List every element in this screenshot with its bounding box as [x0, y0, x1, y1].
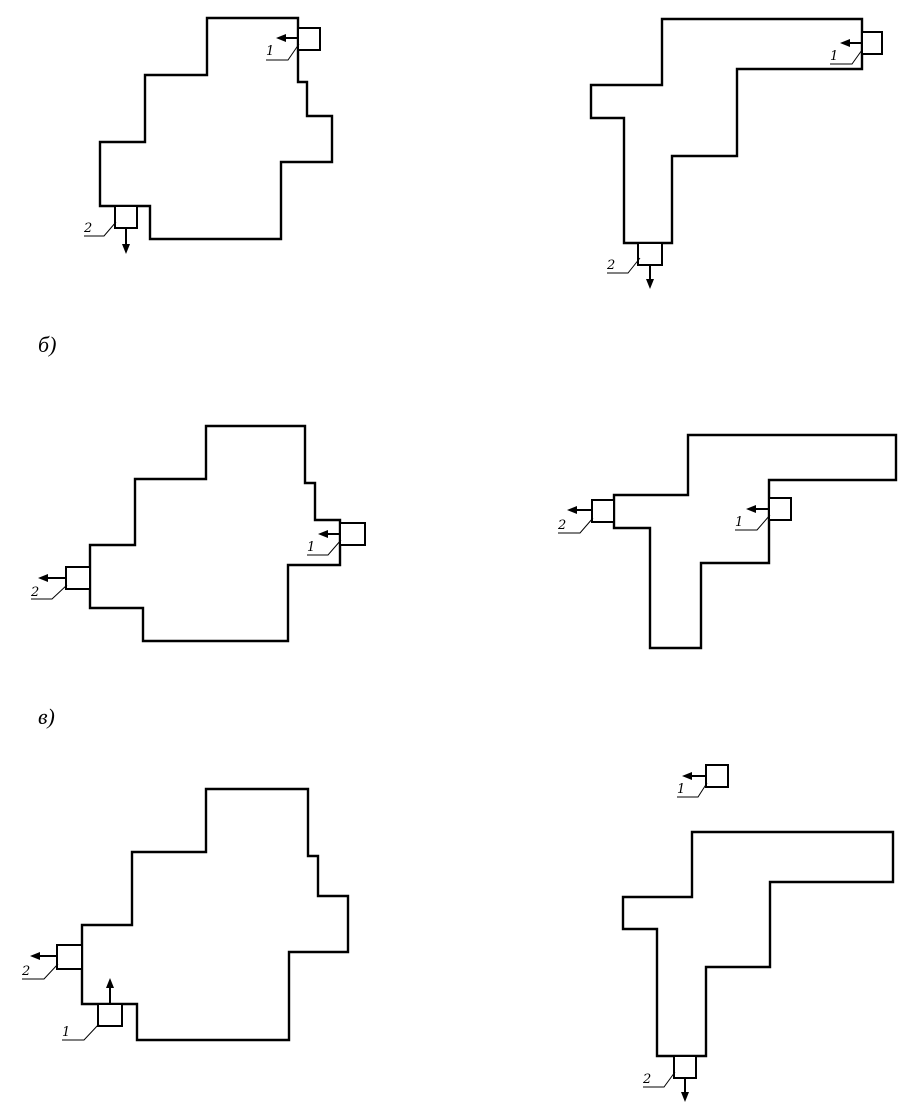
- leader-line: [677, 782, 708, 798]
- section-label-b: б): [38, 332, 56, 357]
- section-c: 1 2 1: [21, 764, 895, 1102]
- marker-1: 1: [735, 497, 792, 531]
- plan-a-left: 1 2: [83, 16, 334, 254]
- leader-line: [31, 584, 68, 600]
- plan-outline: [621, 830, 895, 1058]
- leader-line: [62, 1023, 100, 1041]
- callout-label: 1: [677, 782, 685, 797]
- marker-2: 2: [83, 205, 138, 254]
- arrow-left-icon: [30, 952, 40, 960]
- callout-label: 1: [62, 1025, 70, 1040]
- arrow-left-icon: [38, 574, 48, 582]
- section-b: 1 2 1: [30, 424, 898, 650]
- device-box: [339, 522, 366, 546]
- plan-c-left: 1 2: [21, 787, 350, 1042]
- device-box: [768, 497, 792, 521]
- plan-c-right: 1 2: [621, 764, 895, 1102]
- plan-b-left: 1 2: [30, 424, 366, 643]
- leader-line: [558, 517, 594, 534]
- arrow-down-icon: [646, 279, 654, 289]
- callout-label: 1: [735, 515, 743, 530]
- leader-line: [22, 963, 59, 980]
- callout-label: 1: [830, 49, 838, 64]
- plan-outline: [80, 787, 350, 1042]
- marker-1: 1: [62, 978, 123, 1041]
- marker-2: 2: [21, 944, 83, 980]
- callout-label: 2: [83, 221, 92, 236]
- arrow-up-icon: [106, 978, 114, 988]
- leader-line: [84, 221, 117, 237]
- device-box: [297, 27, 321, 51]
- arrow-down-icon: [681, 1092, 689, 1102]
- device-box: [65, 566, 91, 590]
- arrow-left-icon: [567, 506, 577, 514]
- leader-line: [266, 43, 300, 61]
- device-box: [861, 31, 883, 55]
- device-box: [705, 764, 729, 788]
- callout-label: 2: [21, 964, 30, 979]
- callout-label: 1: [307, 540, 315, 555]
- marker-1: 1: [830, 31, 883, 65]
- callout-label: 2: [606, 258, 615, 273]
- marker-2: 2: [30, 566, 91, 600]
- arrow-left-icon: [318, 530, 328, 538]
- plan-b-right: 1 2: [557, 433, 898, 650]
- marker-2: 2: [557, 499, 615, 534]
- marker-1: 1: [677, 764, 729, 798]
- device-box: [637, 242, 663, 266]
- callout-label: 2: [30, 585, 39, 600]
- leader-line: [643, 1071, 676, 1088]
- arrow-left-icon: [682, 772, 692, 780]
- arrow-left-icon: [840, 39, 850, 47]
- device-box: [56, 944, 83, 970]
- marker-1: 1: [307, 522, 366, 556]
- callout-label: 2: [642, 1072, 651, 1087]
- marker-2: 2: [606, 242, 663, 289]
- leader-line: [307, 539, 342, 556]
- device-box: [591, 499, 615, 523]
- plan-outline: [88, 424, 342, 643]
- callout-label: 2: [557, 518, 566, 533]
- callout-label: 1: [266, 44, 274, 59]
- leader-line: [830, 49, 863, 65]
- leader-line: [735, 514, 771, 531]
- plan-a-right: 1 2: [589, 17, 883, 289]
- arrow-left-icon: [276, 34, 286, 42]
- plan-outline: [589, 17, 864, 245]
- device-box: [97, 1003, 123, 1027]
- plan-outline: [612, 433, 898, 650]
- section-label-c: в): [38, 704, 55, 729]
- plan-outline: [98, 16, 334, 241]
- marker-2: 2: [642, 1055, 697, 1102]
- arrow-left-icon: [746, 505, 756, 513]
- section-a: 1 2 1: [83, 16, 883, 289]
- leader-line: [607, 257, 641, 274]
- device-box: [114, 205, 138, 229]
- device-box: [673, 1055, 697, 1079]
- arrow-down-icon: [122, 244, 130, 254]
- marker-1: 1: [266, 27, 321, 61]
